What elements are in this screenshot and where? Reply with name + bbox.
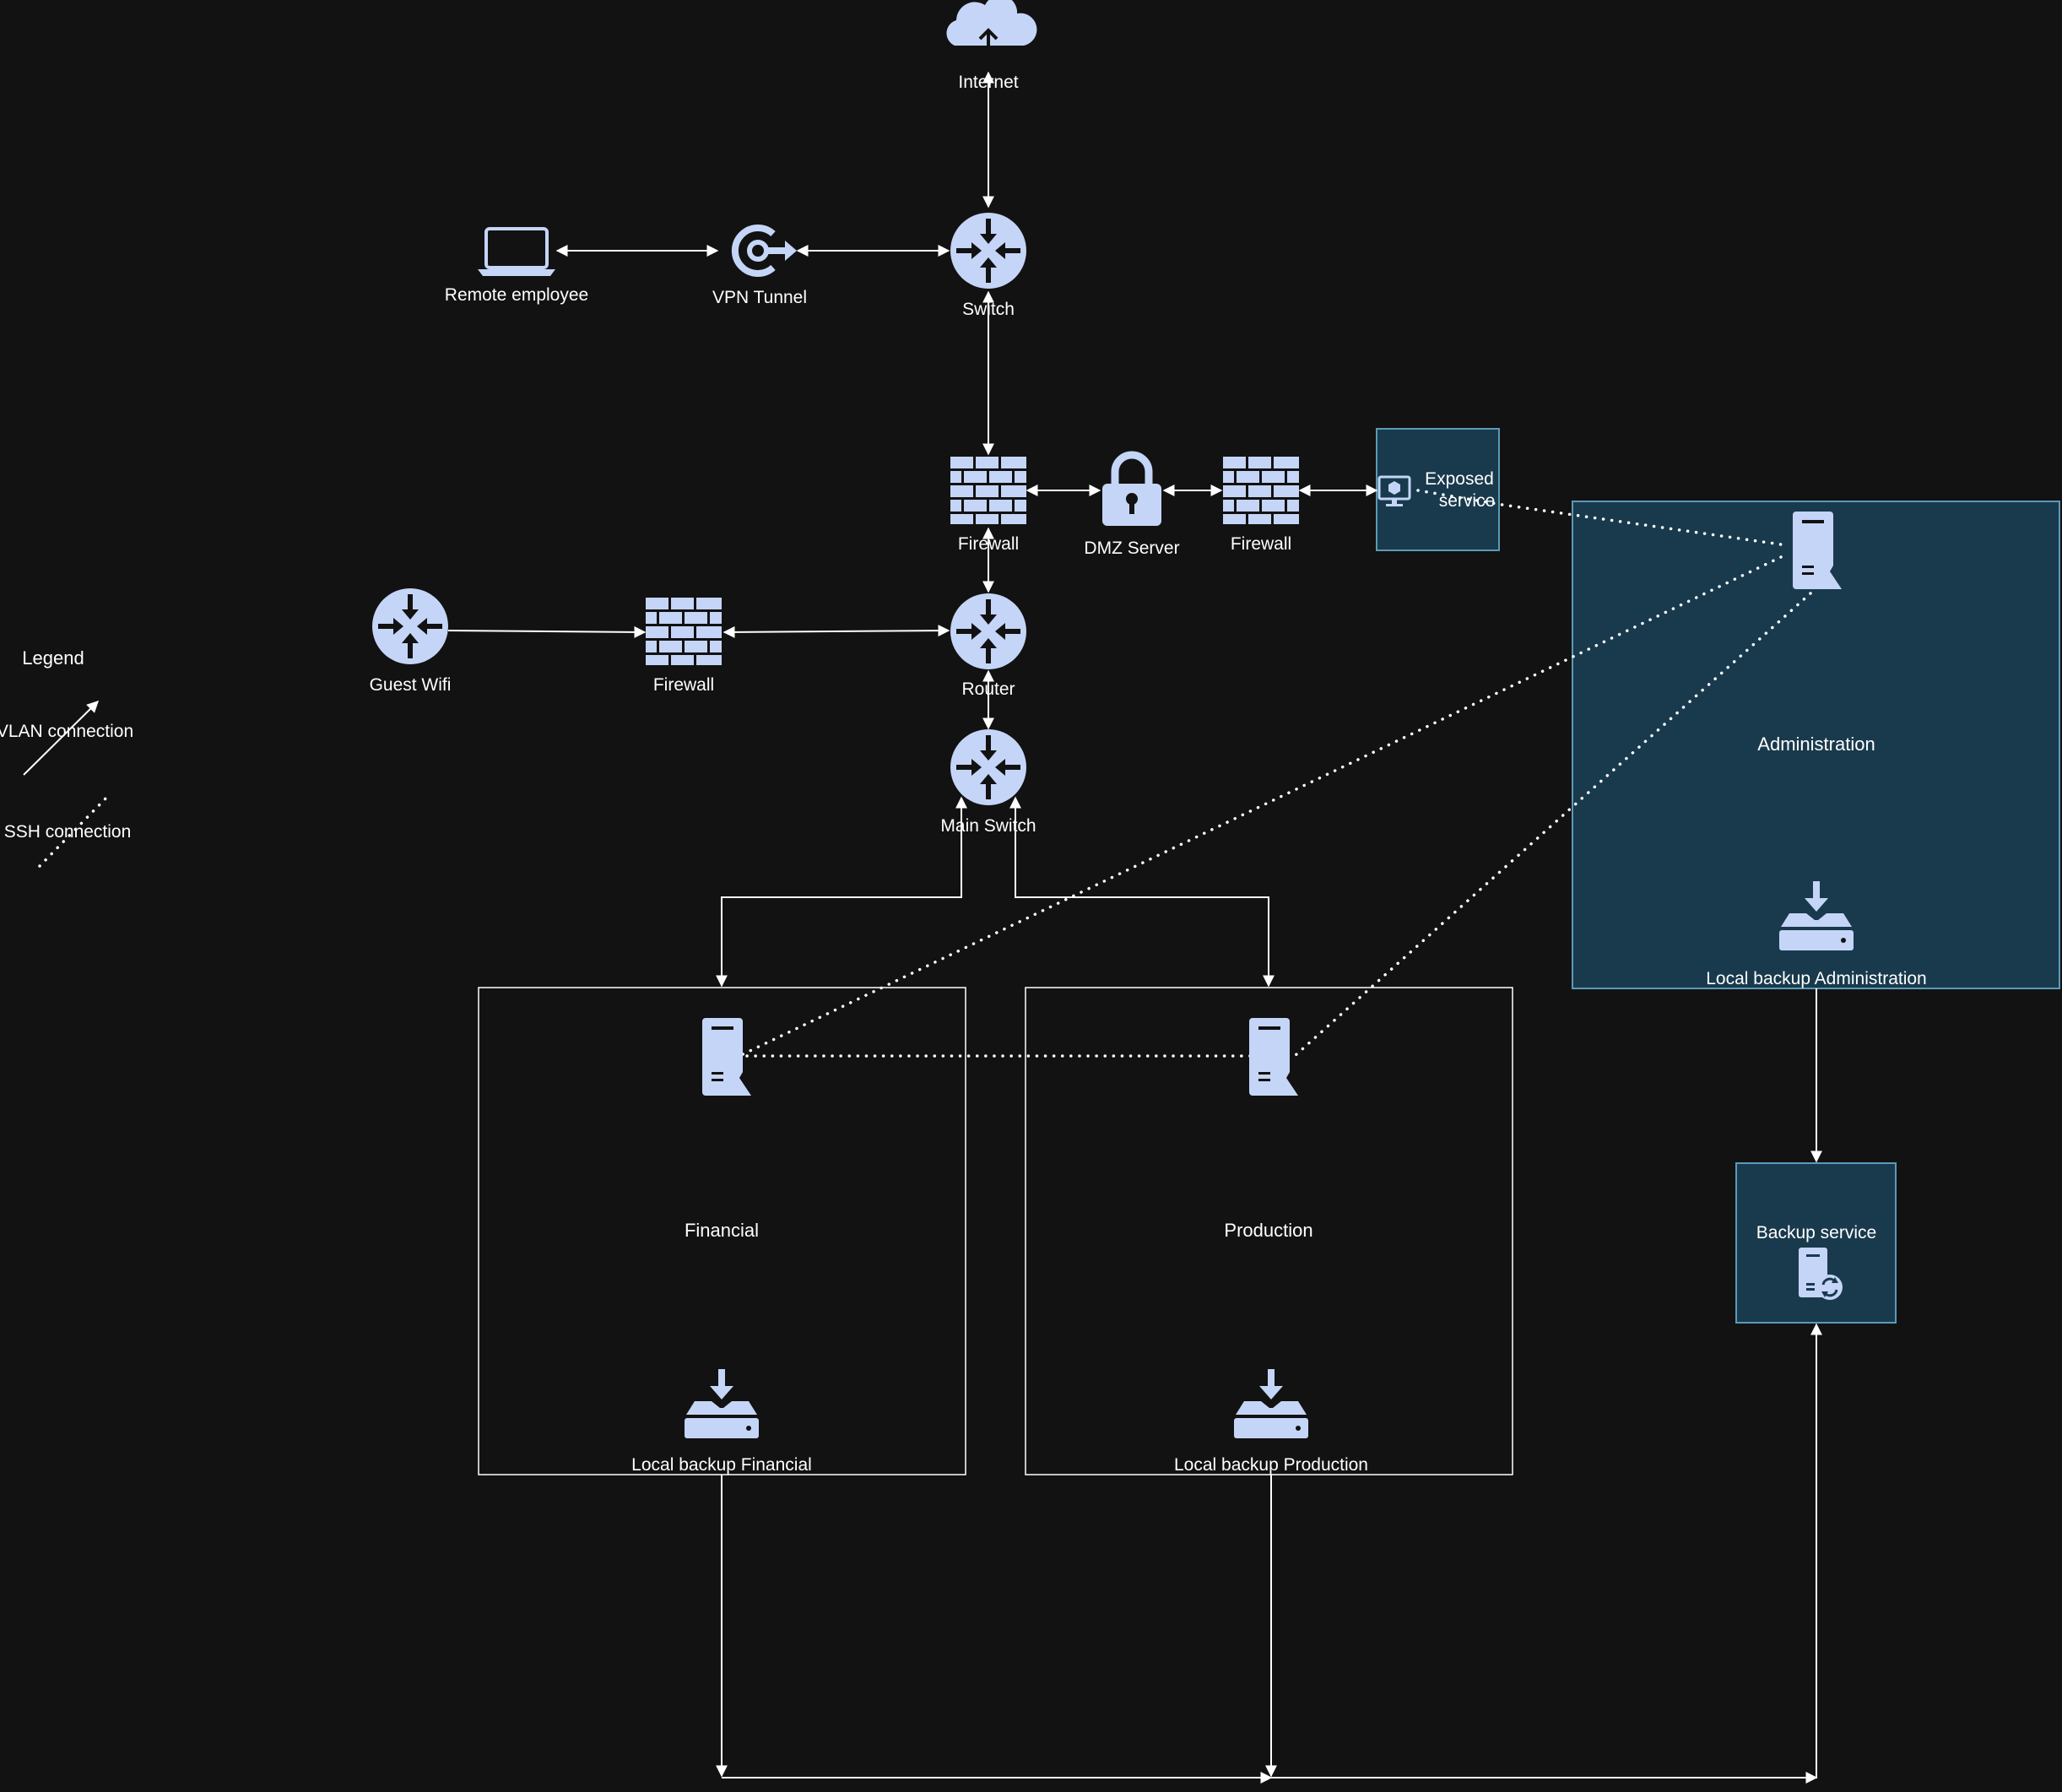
firewall-icon [1223,457,1299,524]
exposed-service-label: service [1439,491,1496,511]
production-label: Production [1224,1220,1312,1241]
switch-icon [950,213,1026,289]
administration-label: Administration [1757,734,1875,755]
backup-service-label: Backup service [1756,1223,1876,1242]
local-backup-administration-label: Local backup Administration [1706,969,1927,988]
vpn-tunnel-label: VPN Tunnel [712,288,807,307]
vlan-connections [447,71,1822,1784]
backup-drive-icon [1234,1369,1308,1438]
backup-drive-icon [685,1369,759,1438]
legend-title: Legend [22,647,84,669]
sync-server-icon [1799,1248,1843,1300]
server-icon [1249,1018,1298,1096]
financial-label: Financial [685,1220,759,1241]
dmz-server-label: DMZ Server [1084,539,1179,558]
guest-wifi-label: Guest Wifi [370,675,452,695]
ssh-legend-label: SSH connection [4,822,132,842]
backup-service-box [1735,1162,1897,1324]
router-label: Router [961,679,1015,699]
firewall-label: Firewall [1231,534,1291,554]
ssh-legend-line [38,794,110,868]
ssh-connections [739,489,1812,1058]
vpn-icon [731,225,797,277]
main-switch-label: Main Switch [940,816,1036,836]
router-icon [372,588,448,664]
production-zone [1025,987,1513,1475]
legend: Legend VLAN connection SSH connection [0,647,133,868]
monitor-icon [1377,475,1411,506]
switch-label: Switch [962,300,1015,319]
local-backup-financial-label: Local backup Financial [631,1455,812,1475]
local-backup-production-label: Local backup Production [1174,1455,1368,1475]
server-icon [702,1018,751,1096]
laptop-icon [478,227,555,276]
firewall-icon [646,598,722,665]
vlan-legend-line [23,701,99,776]
vlan-legend-label: VLAN connection [0,722,133,741]
remote-employee-label: Remote employee [445,285,588,305]
lock-icon [1102,451,1161,526]
exposed-service-label: Exposed [1425,469,1494,489]
firewall-icon [950,457,1026,524]
firewall-label: Firewall [958,534,1019,554]
firewall-label: Firewall [653,675,714,695]
switch-icon [950,729,1026,805]
router-icon [950,593,1026,669]
cloud-icon [946,0,1037,52]
internet-label: Internet [958,73,1018,92]
